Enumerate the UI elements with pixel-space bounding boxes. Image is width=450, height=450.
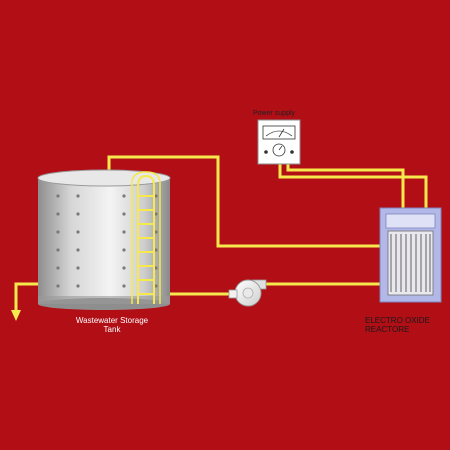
tank-label-line2: Tank bbox=[103, 324, 121, 334]
pipe-power-supply-to-reactor-2 bbox=[286, 162, 405, 208]
pipe-reactor-to-tank-return bbox=[107, 155, 384, 248]
storage-tank-icon bbox=[37, 169, 171, 310]
centrifugal-pump-icon bbox=[228, 279, 267, 307]
tank-label-line1: Wastewater Storage bbox=[75, 316, 149, 325]
reactor-label-line1: ELECTRO OXIDE bbox=[365, 316, 430, 325]
pipe-network bbox=[14, 155, 428, 312]
tank-label: Wastewater Storage Tank bbox=[52, 316, 172, 335]
power-supply-meter bbox=[257, 119, 301, 165]
pipe-power-supply-to-reactor-1 bbox=[278, 162, 428, 208]
pipe-tank-outlet bbox=[14, 282, 40, 312]
ladder-icon bbox=[131, 171, 161, 304]
power-supply-label: Power supply bbox=[253, 110, 296, 117]
reactor-icon bbox=[379, 207, 442, 303]
arrow-down-icon bbox=[11, 310, 21, 321]
reactor-label-line2: REACTORE bbox=[365, 324, 410, 334]
reactor-label: ELECTRO OXIDE REACTORE bbox=[365, 316, 430, 335]
